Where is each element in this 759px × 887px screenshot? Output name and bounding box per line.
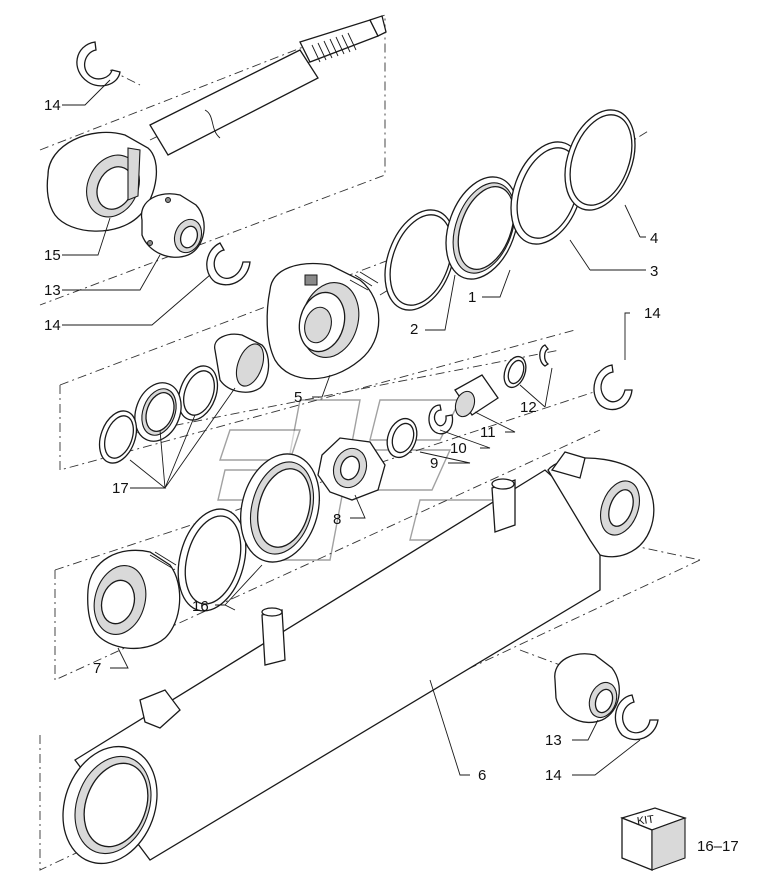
- callout-14-right: 14: [644, 305, 661, 322]
- kit-reference: 16–17: [697, 838, 739, 855]
- bushing-part-11: [454, 374, 499, 418]
- ring-part-10: [428, 404, 454, 435]
- callout-14-upper: 14: [44, 317, 61, 334]
- ring-part-17c: [134, 382, 182, 442]
- o-ring-part-9: [386, 417, 418, 459]
- callout-11: 11: [480, 424, 496, 441]
- ring-part-17b: [177, 365, 219, 421]
- callout-12: 12: [520, 399, 537, 416]
- back-up-ring-part-1: [445, 176, 519, 280]
- cylinder-barrel-part-6: [62, 451, 655, 865]
- callout-3: 3: [650, 263, 658, 280]
- callout-13-upper: 13: [44, 282, 61, 299]
- piston-part-7: [87, 549, 181, 650]
- gland-part-5: [266, 262, 380, 380]
- kit-label: KIT: [636, 813, 655, 827]
- callout-14-bottom: 14: [545, 767, 562, 784]
- piston-rod: [149, 15, 387, 156]
- spherical-bearing-part-13-upper: [140, 193, 205, 258]
- callout-13-lower: 13: [545, 732, 562, 749]
- callout-7: 7: [93, 660, 101, 677]
- callout-6: 6: [478, 767, 486, 784]
- callout-4: 4: [650, 230, 658, 247]
- callout-2: 2: [410, 321, 418, 338]
- spherical-bearing-part-13-lower: [554, 653, 620, 724]
- ring-part-17d: [98, 410, 138, 464]
- callout-14-top: 14: [44, 97, 61, 114]
- nut-part-8: [317, 437, 386, 501]
- leader-lines: [62, 79, 646, 776]
- o-ring-part-2: [384, 209, 456, 311]
- callout-9: 9: [430, 455, 438, 472]
- callout-17: 17: [112, 480, 129, 497]
- callout-labels: 14 15 13 14 5 2 1 3 4 14 17 8 9 10 11 12…: [44, 97, 661, 784]
- wear-ring-part-4: [564, 109, 636, 211]
- callout-5: 5: [294, 389, 302, 406]
- snap-ring-part-14-right: [593, 364, 633, 411]
- piston-seal-ring-part-16b: [239, 453, 321, 563]
- callout-10: 10: [450, 440, 467, 457]
- rod-eye-part-15: [46, 131, 158, 232]
- snap-ring-part-14-upper: [206, 242, 251, 286]
- bushing-part-17a: [214, 333, 270, 393]
- snap-ring-part-14-bottom: [614, 694, 659, 741]
- callout-1: 1: [468, 289, 476, 306]
- kit-box-icon: KIT: [620, 807, 687, 871]
- piston-seal-ring-part-16a: [177, 508, 247, 612]
- callout-16: 16: [192, 598, 209, 615]
- snap-ring-part-14-top: [76, 41, 121, 87]
- callout-8: 8: [333, 511, 341, 528]
- callout-15: 15: [44, 247, 61, 264]
- seal-part-12: [503, 344, 550, 389]
